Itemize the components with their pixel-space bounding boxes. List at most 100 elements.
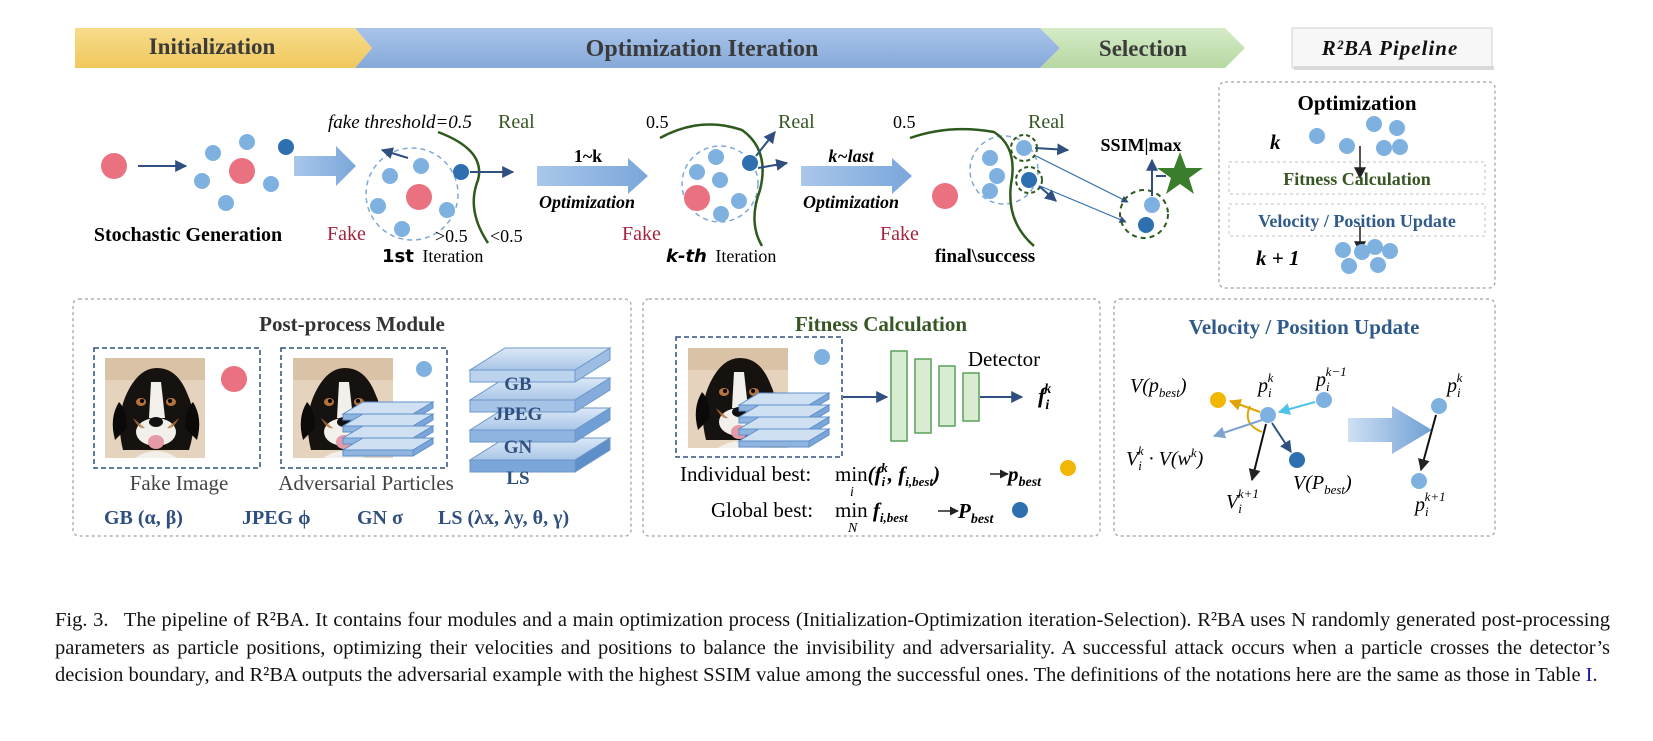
- gold-pbest-point: [1210, 392, 1226, 408]
- global-best-label: Global best:: [711, 498, 813, 522]
- individual-best-result: pbest: [1006, 462, 1042, 490]
- optimization-label-1: Optimization: [539, 192, 635, 212]
- kth-iteration-label: k-th Iteration: [666, 246, 776, 267]
- individual-best-marker: [1060, 460, 1076, 476]
- pipeline-title: R²BA Pipeline: [1321, 36, 1459, 60]
- first-iteration-label: 1st Iteration: [382, 246, 483, 267]
- pipeline-k-plus-1-label: k + 1: [1256, 246, 1299, 270]
- lt-label: <0.5: [490, 226, 523, 246]
- pipeline-fitness-box: [1228, 161, 1486, 195]
- fitness-image-frame: [675, 336, 843, 458]
- stack-label-jpeg: JPEG: [494, 404, 543, 425]
- individual-best-sub: i: [850, 485, 854, 500]
- gt-label: >0.5: [435, 226, 468, 246]
- selection-circle: [1119, 189, 1169, 239]
- pipeline-velocity-label: Velocity / Position Update: [1258, 211, 1456, 231]
- p-i-k-minus-1-label: pik−1: [1314, 364, 1347, 394]
- initialization-label: Initialization: [149, 34, 276, 59]
- stack-label-gb: GB: [504, 374, 532, 395]
- final-success-label: final\success: [935, 246, 1035, 267]
- initial-fake-particle: [101, 153, 127, 179]
- param-ls: LS (λx, λy, θ, γ): [438, 507, 569, 529]
- fake-threshold-label: fake threshold=0.5: [328, 112, 472, 133]
- postprocess-title: Post-process Module: [259, 312, 445, 336]
- vik-vwk-label: Vik · V(wk): [1126, 443, 1204, 473]
- fake-label-3: Fake: [880, 223, 919, 245]
- fitness-title: Fitness Calculation: [795, 312, 967, 336]
- selection-arrow: [1040, 28, 1245, 68]
- iteration1-cloud: [365, 147, 459, 241]
- p-i-k-plus-1-right-label: pik+1: [1413, 489, 1446, 519]
- postprocess-module: Post-process Module Fake Image Adversari…: [72, 298, 632, 537]
- stack-label-ls: LS: [506, 468, 529, 489]
- selection-label: Selection: [1099, 36, 1187, 61]
- fake-image-frame: [93, 347, 261, 469]
- star-icon: [1157, 152, 1203, 194]
- individual-best-label: Individual best:: [680, 462, 811, 486]
- update-arrow: [1348, 406, 1432, 454]
- param-jpeg: JPEG ϕ: [242, 507, 311, 529]
- global-best-point: [1289, 452, 1305, 468]
- optimization-iteration-arrow: [355, 28, 1060, 68]
- optimization-iteration-label: Optimization Iteration: [586, 36, 819, 62]
- optimization-arrow-1: [537, 158, 648, 194]
- individual-best-formula: min(fik, fi,best): [835, 460, 940, 489]
- pipeline-optimization-title: Optimization: [1298, 91, 1417, 115]
- global-best-sub: N: [847, 521, 858, 536]
- decision-boundary-1: [437, 130, 490, 244]
- decision-boundary-2: [659, 123, 764, 247]
- ssim-max-label: SSIM|max: [1101, 135, 1182, 155]
- previous-particle: [1316, 392, 1332, 408]
- detector-label: Detector: [968, 347, 1040, 371]
- caption-fig-label: Fig. 3.: [55, 609, 109, 631]
- flow-row: Stochastic Generation fake threshold=0.5…: [94, 111, 1203, 267]
- fake-label-1: Fake: [327, 223, 366, 245]
- pipeline-k-label: k: [1270, 130, 1281, 154]
- range-label-1: 1~k: [574, 146, 602, 166]
- fitness-module: Fitness Calculation Detector fik Individ…: [642, 298, 1101, 537]
- caption-table-link[interactable]: I: [1585, 664, 1593, 686]
- caption-text: The pipeline of R²BA. It contains four m…: [55, 609, 1610, 686]
- pipeline-fitness-label: Fitness Calculation: [1283, 169, 1431, 189]
- v-pbest-label: V(pbest): [1130, 375, 1187, 400]
- detector-network: [890, 350, 980, 442]
- decision-boundary-3: [909, 127, 1035, 247]
- stage-header: Initialization Optimization Iteration Se…: [75, 27, 1494, 70]
- figure-caption: Fig. 3. The pipeline of R²BA. It contain…: [55, 607, 1610, 690]
- generated-particles: [194, 134, 294, 211]
- global-best-result: Pbest: [957, 499, 994, 527]
- fake-image-dog: [105, 358, 205, 458]
- velocity-module: Velocity / Position Update V(pbest) pik …: [1113, 298, 1496, 537]
- stochastic-generation-label: Stochastic Generation: [94, 224, 282, 246]
- caption-end: .: [1592, 664, 1598, 686]
- adv-particles-frame: [280, 347, 448, 469]
- fake-image-label: Fake Image: [130, 471, 229, 495]
- stack-label-gn: GN: [504, 437, 533, 458]
- initialization-arrow: [75, 28, 372, 68]
- real-label-1: Real: [498, 111, 535, 133]
- pipeline-title-box: [1291, 27, 1493, 69]
- global-best-formula: min fi,best: [835, 498, 908, 525]
- v-Pbest-label: V(Pbest): [1293, 472, 1352, 497]
- flow-arrow-1: [294, 146, 356, 186]
- v-i-k-plus-1-label: Vik+1: [1226, 486, 1259, 516]
- fake-image-marker: [221, 366, 247, 392]
- adv-particle-marker: [416, 361, 432, 377]
- optimization-arrow-2: [801, 158, 912, 194]
- current-particle: [1260, 407, 1276, 423]
- threshold-label-3: 0.5: [893, 112, 916, 132]
- real-label-3: Real: [1028, 111, 1065, 133]
- global-best-marker: [1012, 502, 1028, 518]
- threshold-label-2: 0.5: [646, 112, 669, 132]
- param-gb: GB (α, β): [104, 507, 183, 529]
- iteration-k-cloud: [681, 145, 759, 223]
- p-i-k-label: pik: [1256, 370, 1274, 400]
- adv-particles-label: Adversarial Particles: [278, 471, 454, 495]
- pipeline-detail-box: Optimization k Fitness Calculation Veloc…: [1218, 81, 1496, 289]
- fake-label-2: Fake: [622, 223, 661, 245]
- fitness-output: fik: [1038, 382, 1051, 413]
- real-label-2: Real: [778, 111, 815, 133]
- range-label-2: k~last: [828, 146, 874, 166]
- param-gn: GN σ: [357, 507, 403, 529]
